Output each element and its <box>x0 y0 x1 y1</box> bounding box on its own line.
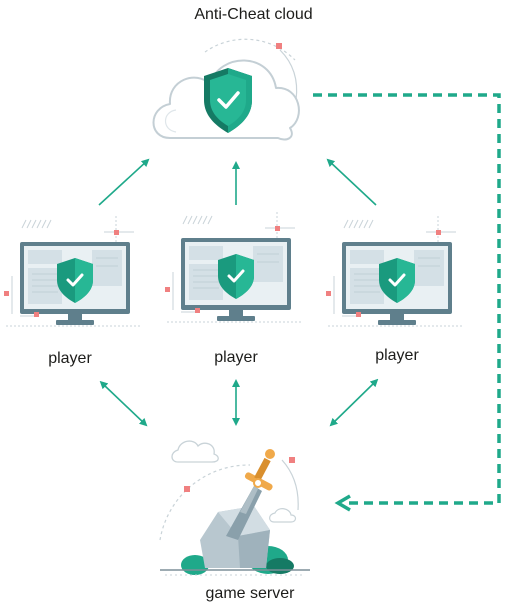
player-2-label: player <box>214 349 258 366</box>
player-2-monitor-icon <box>165 212 305 324</box>
dashed-arrowhead <box>334 494 351 512</box>
server-label: game server <box>205 585 295 602</box>
player-1-label: player <box>48 350 92 367</box>
cloud-marker <box>276 43 282 49</box>
dashed-connection <box>313 93 501 505</box>
player-1-monitor-icon <box>4 216 144 328</box>
cloud-decor-arc <box>204 38 296 61</box>
anti-cheat-cloud <box>152 38 300 141</box>
arrow-player1-cloud <box>98 158 150 206</box>
arrow-player1-server <box>99 380 148 427</box>
player-3-monitor-icon <box>326 216 466 328</box>
sword-in-stone-icon <box>159 440 310 576</box>
arrow-player3-server <box>329 378 379 427</box>
cloud-label: Anti-Cheat cloud <box>194 6 313 23</box>
cloud-decor-arc-2 <box>279 49 298 101</box>
arrow-player3-cloud <box>326 158 377 206</box>
player-3-label: player <box>375 347 419 364</box>
shield-check-icon <box>204 68 252 133</box>
